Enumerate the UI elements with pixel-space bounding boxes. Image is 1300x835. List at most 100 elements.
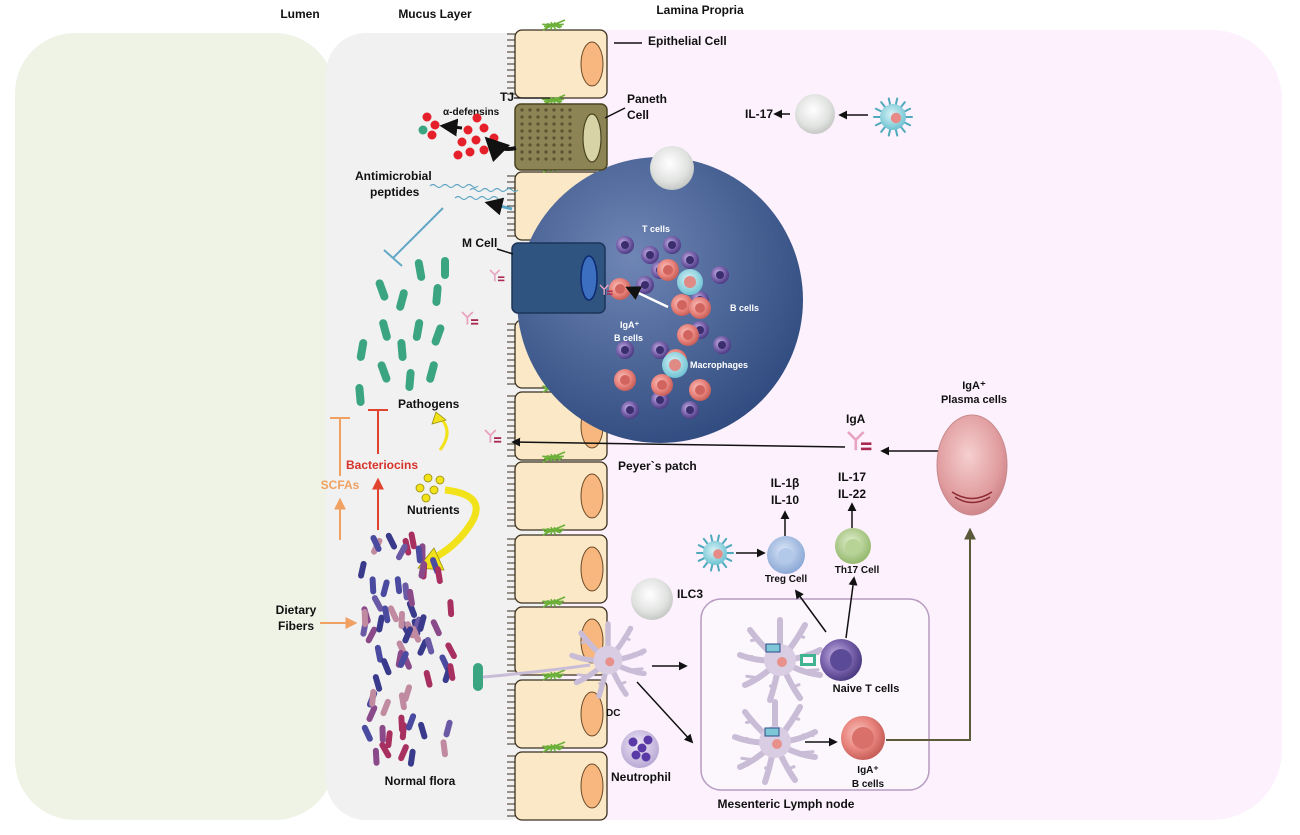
cell-spike: [718, 565, 719, 571]
patch-t-cell-nucleus: [716, 271, 724, 279]
dendrite-branch: [808, 670, 818, 671]
patch-t-cell-nucleus: [626, 406, 634, 414]
m-cell-label: M Cell: [462, 236, 497, 250]
tight-junction-strand: [542, 601, 553, 602]
dendrite-branch: [747, 721, 755, 723]
dendrite-branch: [808, 653, 818, 654]
patch-b-cell-nucleus: [695, 385, 705, 395]
paneth-granule: [568, 157, 571, 160]
defensin-granule: [431, 121, 440, 130]
macrophages-label: Macrophages: [690, 360, 748, 370]
epithelial-nucleus: [581, 42, 603, 86]
neutrophil-lobe: [638, 744, 647, 753]
patch-t-cell-nucleus: [656, 346, 664, 354]
lumen-label: Lumen: [280, 7, 319, 21]
dietary-label-1: Dietary: [276, 603, 317, 617]
flora-rod-green: [473, 663, 483, 691]
paneth-granule: [528, 122, 531, 125]
defensin-granule: [423, 113, 432, 122]
patch-t-cell-nucleus: [718, 341, 726, 349]
cell-spike: [711, 565, 712, 571]
paneth-granule: [552, 157, 555, 160]
paneth-granule: [552, 115, 555, 118]
paneth-granule: [544, 129, 547, 132]
dendrite-branch: [582, 641, 589, 642]
plasma-label-2: Plasma cells: [941, 394, 1007, 406]
cell-spike: [889, 130, 890, 136]
flora-rod: [369, 576, 376, 594]
neutrophil-lobe: [644, 736, 653, 745]
tight-junction-strand: [542, 456, 553, 457]
tight-junction-strand: [542, 674, 553, 675]
nutrient-particle: [430, 486, 438, 494]
paneth-granule: [568, 129, 571, 132]
dendrite-branch: [789, 767, 794, 769]
epithelial-cell-label: Epithelial Cell: [648, 34, 727, 48]
iga-b-cell-lymph-nucleus: [852, 727, 874, 749]
patch-t-cell-nucleus: [656, 396, 664, 404]
paneth-granule: [568, 108, 571, 111]
defensin-arrow-2: [443, 126, 462, 128]
paneth-granule: [544, 108, 547, 111]
neutrophil-lobe: [642, 753, 651, 762]
th17-nucleus: [845, 539, 861, 555]
paneth-granule: [544, 136, 547, 139]
paneth-granule: [536, 143, 539, 146]
tj-label: TJ: [500, 90, 514, 104]
paneth-granule: [536, 122, 539, 125]
paneth-granule: [544, 143, 547, 146]
paneth-granule: [520, 108, 523, 111]
iga-b-cells-label-1: IgA⁺: [620, 320, 639, 330]
tight-junction-strand: [542, 746, 553, 747]
defensin-granule: [464, 126, 473, 135]
paneth-granule: [528, 136, 531, 139]
tight-junction-strand: [542, 529, 553, 530]
paneth-granule: [528, 108, 531, 111]
b-cells-label: B cells: [730, 303, 759, 313]
dendritic-nucleus: [605, 657, 614, 666]
paneth-granule: [528, 129, 531, 132]
il10-label: IL-10: [771, 493, 799, 507]
paneth-granule: [568, 115, 571, 118]
patch-b-cell-nucleus: [615, 284, 625, 294]
paneth-granule: [552, 136, 555, 139]
paneth-granule: [544, 150, 547, 153]
dendrite-branch: [793, 718, 799, 720]
paneth-granule: [568, 143, 571, 146]
dietary-label-2: Fibers: [278, 619, 314, 633]
dendrite-branch: [803, 735, 813, 736]
patch-macrophage-nucleus: [669, 359, 681, 371]
paneth-cell-nucleus: [583, 114, 601, 162]
dendrite-branch: [766, 768, 769, 770]
paneth-granule: [560, 136, 563, 139]
defensin-granule: [480, 146, 489, 155]
cell-nucleus: [891, 113, 901, 123]
dendrite-branch: [752, 639, 760, 641]
il1b-label: IL-1β: [771, 476, 800, 490]
patch-b-cell-nucleus: [677, 300, 687, 310]
tight-junction: [542, 20, 565, 30]
tight-junction-strand: [542, 24, 553, 25]
paneth-granule: [520, 129, 523, 132]
paneth-granule: [552, 150, 555, 153]
naive-t-cells-label: Naive T cells: [833, 683, 900, 695]
dendrite-branch: [633, 669, 642, 670]
paneth-granule: [552, 122, 555, 125]
flora-rod: [373, 748, 380, 766]
grey-cell-top: [795, 94, 835, 134]
t-cells-label: T cells: [642, 224, 670, 234]
patch-t-cell-nucleus: [621, 346, 629, 354]
dendritic-nucleus: [777, 657, 787, 667]
grey-cell-patch: [650, 146, 694, 190]
paneth-granule: [560, 150, 563, 153]
dendrite-branch: [578, 675, 586, 676]
m-cell-nucleus: [581, 256, 597, 300]
iga-plasma-cell: [937, 415, 1007, 515]
paneth-granule: [552, 143, 555, 146]
ilc3-cell: [631, 578, 673, 620]
cell-spike: [896, 130, 897, 136]
paneth-granule: [520, 150, 523, 153]
paneth-granule: [520, 122, 523, 125]
mesenteric-lymph-node-label: Mesenteric Lymph node: [718, 797, 855, 811]
